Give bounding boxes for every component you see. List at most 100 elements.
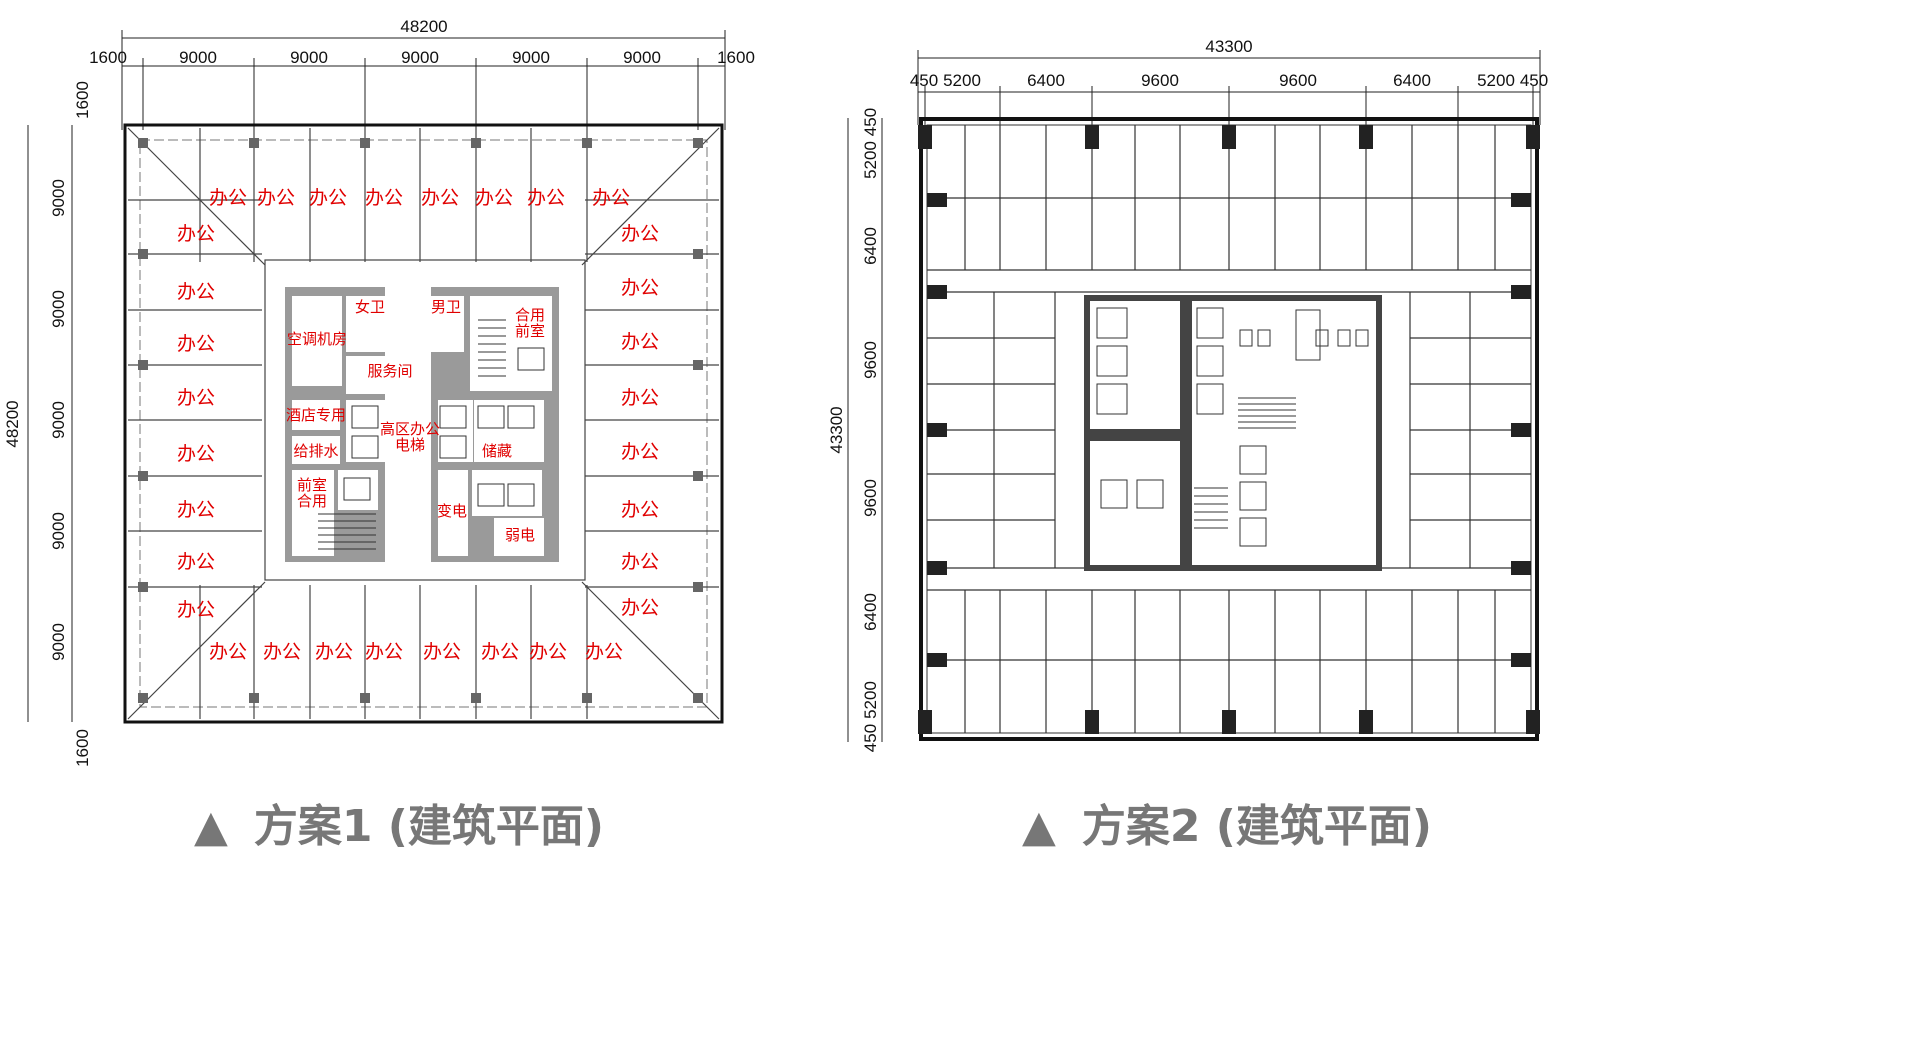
plan-1-side-dimensions bbox=[27, 125, 73, 722]
plan-2-top-dim-labels: 450 5200 6400 9600 9600 6400 5200 450 bbox=[910, 71, 1548, 90]
triangle-icon: ▲ bbox=[1022, 801, 1056, 852]
plan-2-room-partitions bbox=[927, 125, 1531, 733]
plan-1-top-dimensions bbox=[121, 30, 726, 130]
office-label: 办公 bbox=[209, 641, 247, 663]
aircon-room-label: 空调机房 bbox=[287, 330, 347, 348]
plan-2-stairs bbox=[1194, 397, 1296, 529]
office-label: 办公 bbox=[315, 641, 353, 663]
plan-1-top-dim: 9000 bbox=[623, 48, 661, 67]
plan-2-outer-wall bbox=[919, 117, 1539, 741]
elevator-shaft-low bbox=[338, 470, 378, 510]
caption-plan-2-text: 方案2 (建筑平面) bbox=[1081, 801, 1432, 852]
plan-1-side-dim: 1600 bbox=[73, 81, 92, 119]
elevator-shaft-right bbox=[474, 400, 544, 462]
plan-2-top-dim: 450 bbox=[910, 71, 938, 90]
plan-1-side-dim: 9000 bbox=[49, 512, 68, 550]
plan-2-top-dim: 6400 bbox=[1027, 71, 1065, 90]
plan-1-top-dim: 9000 bbox=[401, 48, 439, 67]
plan-1-side-dim: 9000 bbox=[49, 179, 68, 217]
hotel-elevator-lobby bbox=[292, 400, 340, 430]
plan-2-side-dim: 450 bbox=[861, 108, 880, 136]
plan-1-side-dim: 9000 bbox=[49, 401, 68, 439]
plan-2-top-dim: 5200 bbox=[1477, 71, 1515, 90]
plan-1-top-dim: 1600 bbox=[89, 48, 127, 67]
plan-1-side-dim: 1600 bbox=[73, 729, 92, 767]
plan-2-core bbox=[1084, 295, 1382, 571]
plan-1-side-dim: 9000 bbox=[49, 290, 68, 328]
plan-2-top-dimensions bbox=[917, 50, 1541, 125]
plan-2-elevator-cars bbox=[1096, 307, 1267, 547]
office-label: 办公 bbox=[475, 187, 513, 209]
plan-2-top-dim: 5200 bbox=[943, 71, 981, 90]
plan-1-axis-line bbox=[139, 139, 708, 708]
elevator-shaft-lr bbox=[472, 470, 542, 516]
triangle-icon: ▲ bbox=[194, 801, 228, 852]
female-wc-label: 女卫 bbox=[355, 298, 385, 316]
office-label: 办公 bbox=[209, 187, 247, 209]
plan-2-side-dim: 6400 bbox=[861, 227, 880, 265]
plan-1-office-labels: 办公办公办公办公办公办公办公办公办公办公办公办公办公办公办公办公办公办公办公办公… bbox=[177, 187, 659, 663]
office-label: 办公 bbox=[621, 331, 659, 353]
plan-1-top-dim: 9000 bbox=[290, 48, 328, 67]
plan-1-columns bbox=[138, 138, 703, 703]
plan-2-side-dim: 9600 bbox=[861, 341, 880, 379]
service-room bbox=[346, 356, 430, 394]
office-label: 办公 bbox=[177, 499, 215, 521]
caption-plan-2: ▲ 方案2 (建筑平面) bbox=[1022, 790, 1432, 854]
storage-label: 储藏 bbox=[482, 442, 512, 460]
plan-2-columns bbox=[918, 125, 1540, 734]
male-wc-label: 男卫 bbox=[431, 298, 461, 316]
plan-1-office-partitions bbox=[128, 128, 719, 719]
hotel-elevator-label: 酒店专用 bbox=[286, 406, 346, 424]
power-room-label: 变电 bbox=[437, 502, 467, 520]
office-label: 办公 bbox=[309, 187, 347, 209]
office-label: 办公 bbox=[529, 641, 567, 663]
elevator-shaft-left bbox=[346, 400, 386, 462]
office-label: 办公 bbox=[177, 387, 215, 409]
office-label: 办公 bbox=[621, 551, 659, 573]
office-label: 办公 bbox=[585, 641, 623, 663]
wc-block bbox=[346, 296, 464, 352]
office-label: 办公 bbox=[263, 641, 301, 663]
plan-2-side-dimensions bbox=[847, 118, 883, 742]
office-label: 办公 bbox=[365, 187, 403, 209]
plan-1-outer-wall bbox=[123, 123, 724, 724]
plan-2-core-elevators-left bbox=[1084, 295, 1186, 435]
weak-power-label: 弱电 bbox=[505, 526, 535, 544]
office-label: 办公 bbox=[177, 223, 215, 245]
plan-2-side-dim: 6400 bbox=[861, 593, 880, 631]
plan-2-total-width: 43300 bbox=[1205, 37, 1252, 56]
plan-2-top-dim: 6400 bbox=[1393, 71, 1431, 90]
office-label: 办公 bbox=[621, 441, 659, 463]
plan-2-top-dim: 9600 bbox=[1279, 71, 1317, 90]
plan-2-side-dim: 5200 bbox=[861, 141, 880, 179]
plan-2-wc-fixtures bbox=[1239, 309, 1369, 361]
office-label: 办公 bbox=[421, 187, 459, 209]
plan-1-top-dim: 9000 bbox=[179, 48, 217, 67]
office-label: 办公 bbox=[621, 277, 659, 299]
office-label: 办公 bbox=[177, 281, 215, 303]
plan-1-total-height: 48200 bbox=[3, 400, 22, 447]
plan-1-core bbox=[285, 287, 559, 562]
office-label: 办公 bbox=[621, 499, 659, 521]
office-label: 办公 bbox=[177, 551, 215, 573]
front-room-label: 前室合用 bbox=[297, 476, 327, 510]
plan-1-diagonals bbox=[127, 127, 720, 720]
office-label: 办公 bbox=[481, 641, 519, 663]
plan-1-room-labels: 女卫 男卫 合用前室 空调机房 服务间 酒店专用 高区办公电梯 给排水 储藏 前… bbox=[286, 298, 545, 544]
plan-1-top-dim: 9000 bbox=[512, 48, 550, 67]
elevator-shaft-mid bbox=[438, 400, 473, 462]
office-label: 办公 bbox=[621, 387, 659, 409]
weak-power-room bbox=[494, 518, 544, 556]
office-label: 办公 bbox=[365, 641, 403, 663]
office-label: 办公 bbox=[177, 443, 215, 465]
plan-2-top-dim: 450 bbox=[1520, 71, 1548, 90]
service-room-label: 服务间 bbox=[367, 362, 412, 380]
water-pump-label: 给排水 bbox=[293, 442, 338, 460]
plan-2-top-dim: 9600 bbox=[1141, 71, 1179, 90]
